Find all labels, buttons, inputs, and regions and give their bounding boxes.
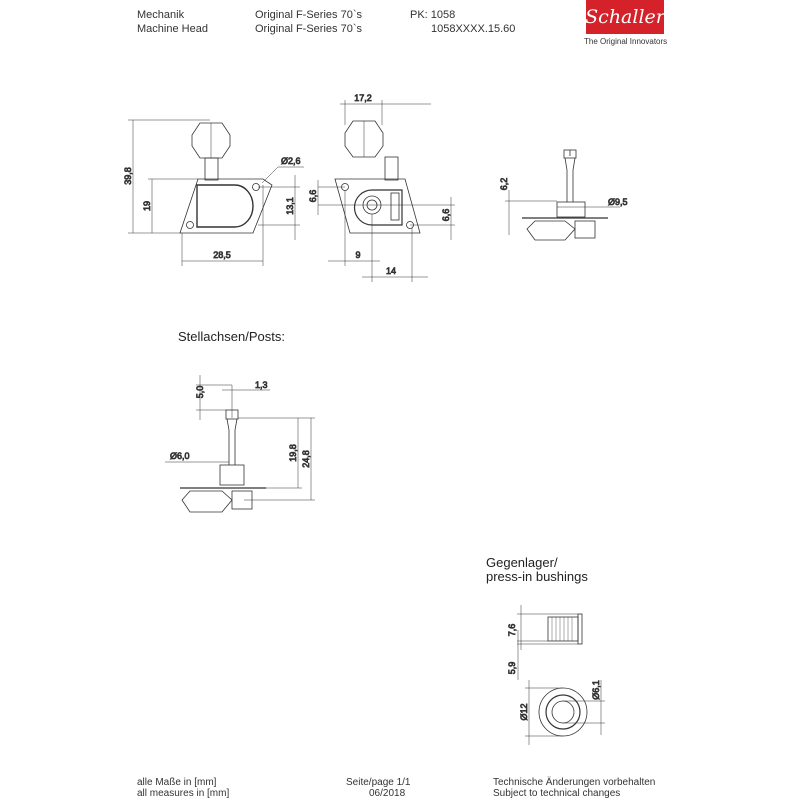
- date: 06/2018: [369, 788, 406, 799]
- knob: [526, 220, 576, 241]
- dim-inner: Ø6,1: [591, 680, 601, 700]
- dim-9: 9: [355, 250, 360, 260]
- dim-h2: 24,8: [301, 450, 311, 468]
- dim-slot-depth: 5,0: [195, 386, 205, 399]
- gear-housing: [196, 184, 254, 228]
- dim-bushing-flange: 5,9: [507, 662, 517, 675]
- svg-text:Schaller: Schaller: [586, 6, 664, 28]
- knob: [191, 122, 231, 159]
- bushings-title-de: Gegenlager/: [486, 555, 558, 570]
- label-en: Machine Head: [137, 23, 208, 35]
- label-de: Mechanik: [137, 9, 185, 21]
- dim-slot-width: 1,3: [255, 380, 268, 390]
- dim-plate-height: 19: [142, 201, 152, 211]
- screw-hole: [186, 221, 194, 229]
- dim-h1: 19,8: [288, 444, 298, 462]
- measures-de: alle Maße in [mm]: [137, 777, 217, 788]
- dim-post-height: 6,2: [499, 178, 509, 191]
- machine-head-front-view: 17,2 6,6 6,6 9 14: [308, 93, 455, 282]
- dim-right-offset: 6,6: [441, 209, 451, 222]
- knob: [181, 490, 233, 513]
- shaft: [204, 157, 219, 181]
- schaller-logo: Schaller: [586, 0, 664, 34]
- measures-en: all measures in [mm]: [137, 788, 230, 799]
- notice-en: Subject to technical changes: [493, 788, 621, 799]
- dim-left-offset: 6,6: [308, 190, 318, 203]
- notice-de: Technische Änderungen vorbehalten: [493, 777, 656, 788]
- dim-14: 14: [386, 266, 396, 276]
- dim-knob-width: 17,2: [354, 93, 372, 103]
- bushing: [556, 201, 586, 218]
- dim-bushing-height: 7,6: [507, 624, 517, 637]
- bushing-inner: [551, 700, 575, 724]
- page-number: Seite/page 1/1: [346, 777, 411, 788]
- bushing-side: [547, 616, 579, 642]
- dim-bushing-dia: Ø9,5: [608, 197, 628, 207]
- bushing-drawing: 7,6 5,9 Ø12 Ø6,1: [507, 605, 605, 745]
- logo-tagline: The Original Innovators: [584, 37, 668, 46]
- knob: [344, 120, 384, 158]
- bushing: [219, 464, 245, 486]
- dim-hole-dia: Ø2,6: [281, 156, 301, 166]
- machine-head-post-view: 6,2 Ø9,5: [499, 149, 628, 241]
- post-drawing: 5,0 1,3 19,8 24,8 Ø6,0: [165, 375, 315, 513]
- dim-total-height: 39,8: [123, 167, 133, 185]
- pk-number: PK: 1058: [410, 9, 456, 21]
- machine-head-side-view: 39,8 19 13,1 28,5 Ø2,6: [123, 119, 304, 266]
- series-en: Original F-Series 70`s: [255, 23, 362, 35]
- dim-outer: Ø12: [519, 703, 529, 720]
- dim-post-dia: Ø6,0: [170, 451, 190, 461]
- dim-hole-spacing: 13,1: [285, 197, 295, 215]
- series-de: Original F-Series 70`s: [255, 9, 362, 21]
- bushings-title-en: press-in bushings: [486, 569, 588, 584]
- dim-width: 28,5: [213, 250, 231, 260]
- worm: [390, 192, 400, 221]
- plate: [179, 178, 273, 234]
- article-number: 1058XXXX.15.60: [431, 23, 516, 35]
- shaft: [384, 156, 399, 181]
- posts-title: Stellachsen/Posts:: [178, 329, 285, 344]
